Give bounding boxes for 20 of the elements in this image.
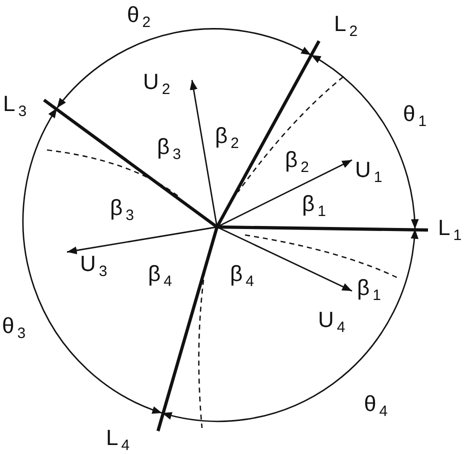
angle-label: θ$_{1}$ bbox=[403, 102, 427, 132]
line-label: L$_{1}$ bbox=[438, 216, 462, 246]
vector-label: U$_{1}$ bbox=[355, 158, 382, 188]
vector-label: U$_{3}$ bbox=[80, 252, 108, 282]
angle-label: β$_{3}$ bbox=[157, 135, 181, 165]
vector-label: U$_{2}$ bbox=[143, 70, 170, 100]
angle-label: β$_{1}$ bbox=[302, 192, 326, 222]
angle-label: β$_{1}$ bbox=[357, 276, 381, 306]
angle-label: θ$_{2}$ bbox=[127, 3, 151, 33]
angle-label: β$_{4}$ bbox=[148, 262, 172, 292]
angle-label: β$_{4}$ bbox=[230, 262, 254, 292]
line-label: L$_{2}$ bbox=[334, 12, 358, 42]
vector-label: U$_{4}$ bbox=[318, 308, 346, 338]
line-label: L$_{3}$ bbox=[3, 92, 27, 122]
line-label: L$_{4}$ bbox=[106, 426, 130, 454]
angle-label: θ$_{3}$ bbox=[2, 314, 26, 344]
angle-label: β$_{2}$ bbox=[285, 148, 309, 178]
angle-label: β$_{2}$ bbox=[215, 124, 239, 154]
angle-label: θ$_{4}$ bbox=[364, 392, 388, 422]
angle-label: β$_{3}$ bbox=[110, 196, 134, 226]
